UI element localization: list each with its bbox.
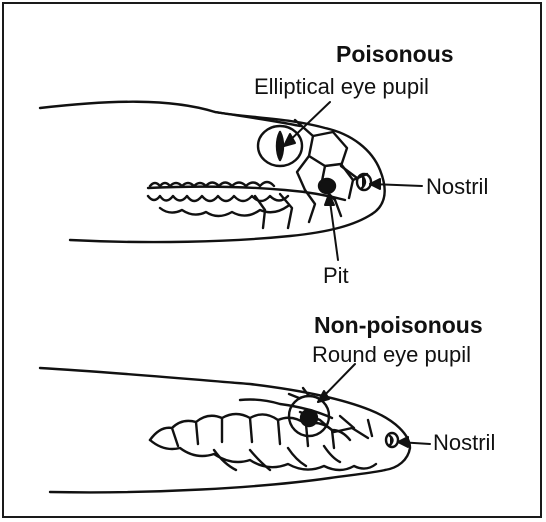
non-poisonous-snake-head bbox=[40, 368, 410, 492]
round-eye-pupil-label: Round eye pupil bbox=[312, 344, 471, 366]
poisonous-nostril-label: Nostril bbox=[426, 176, 488, 198]
non-poisonous-jaw-outline bbox=[50, 470, 385, 492]
poisonous-brow-ridge bbox=[215, 112, 300, 126]
poisonous-jaw-outline bbox=[70, 214, 372, 242]
non-poisonous-leader-lines bbox=[318, 364, 430, 447]
non-poisonous-nostril-label: Nostril bbox=[433, 432, 495, 454]
pit-label: Pit bbox=[323, 265, 349, 287]
poisonous-title: Poisonous bbox=[336, 43, 454, 66]
round-pupil bbox=[301, 410, 317, 426]
non-poisonous-title: Non-poisonous bbox=[314, 314, 483, 337]
non-poisonous-head-outline-top bbox=[40, 368, 410, 470]
heat-pit bbox=[319, 179, 335, 193]
elliptical-eye-pupil-label: Elliptical eye pupil bbox=[254, 76, 429, 98]
elliptical-pupil bbox=[277, 132, 283, 160]
poisonous-lip-scales bbox=[150, 182, 274, 186]
